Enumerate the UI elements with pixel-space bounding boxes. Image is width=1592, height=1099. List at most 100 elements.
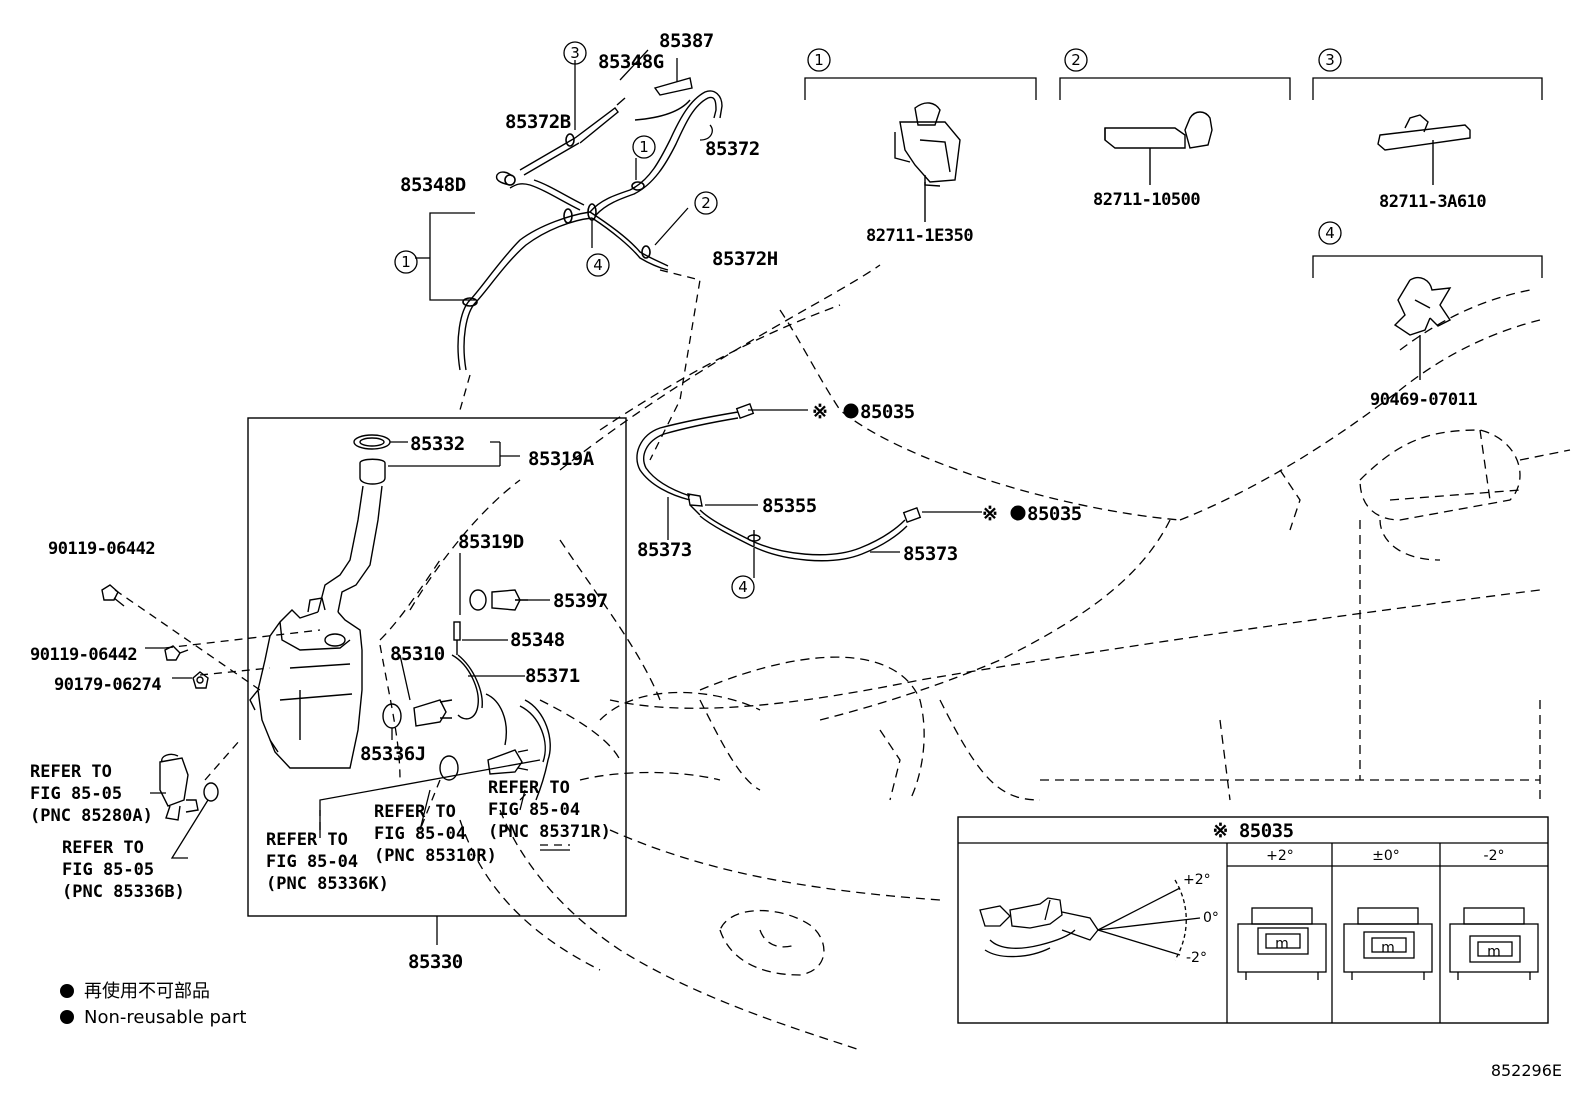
reference-85371r: REFER TO FIG 85-04 (PNC 85371R) (488, 778, 611, 842)
svg-text:REFER TO: REFER TO (488, 778, 570, 798)
part-85330: 85330 (408, 951, 463, 973)
part-85332: 85332 (410, 433, 465, 455)
callout-2: 2 (701, 194, 711, 212)
svg-text:(PNC 85310R): (PNC 85310R) (374, 846, 497, 866)
part-90469-07011: 90469-07011 (1370, 390, 1477, 410)
svg-text:(PNC 85336K): (PNC 85336K) (266, 874, 389, 894)
tank-components (382, 589, 551, 801)
svg-text:FIG 85-04: FIG 85-04 (488, 800, 580, 820)
part-85373: 85373 (637, 539, 692, 561)
part-85035: 85035 (860, 401, 915, 423)
svg-text:(PNC 85371R): (PNC 85371R) (488, 822, 611, 842)
svg-text:REFER TO: REFER TO (30, 762, 112, 782)
reference-85310r: REFER TO FIG 85-04 (PNC 85310R) (374, 802, 497, 866)
callout-circles (394, 41, 1342, 599)
part-85372: 85372 (705, 138, 760, 160)
leader-85319a (388, 441, 520, 467)
part-85371: 85371 (525, 665, 580, 687)
inset-nozzle-drawing (979, 879, 1201, 961)
top-hoses (457, 77, 723, 371)
col-header-zero: ±0° (1372, 848, 1400, 864)
svg-text:REFER TO: REFER TO (266, 830, 348, 850)
part-85035: 85035 (1027, 503, 1082, 525)
part-85387: 85387 (659, 30, 714, 52)
tank-leaders (319, 553, 570, 851)
callout-leaders (574, 49, 713, 248)
callout-2: 2 (1071, 51, 1081, 69)
nozzle-hoses (636, 403, 922, 562)
callout-1: 1 (639, 138, 649, 156)
callout-4: 4 (593, 256, 603, 274)
inset-title: ※ 85035 (1212, 820, 1293, 842)
part-82711-3a610: 82711-3A610 (1379, 192, 1486, 212)
clip-3-drawing (1377, 114, 1471, 185)
part-85348d: 85348D (400, 174, 466, 196)
part-85372b: 85372B (505, 111, 571, 133)
col-header-plus2: +2° (1266, 848, 1294, 864)
callout-3: 3 (570, 44, 580, 62)
nozzle-leaders (667, 409, 982, 578)
svg-text:(PNC 85336B): (PNC 85336B) (62, 882, 185, 902)
callout-bracket (429, 212, 475, 301)
part-90119-06442: 90119-06442 (48, 539, 155, 559)
clip-1-drawing (894, 102, 961, 222)
callout-4: 4 (1325, 224, 1335, 242)
fasteners (101, 584, 209, 689)
svg-text:FIG 85-05: FIG 85-05 (30, 784, 122, 804)
chip-mark: m (1275, 936, 1289, 952)
angle-label-plus2: +2° (1183, 872, 1211, 888)
non-reusable-mark (843, 403, 859, 419)
col-header-minus2: -2° (1484, 848, 1505, 864)
part-85348g: 85348G (598, 51, 664, 73)
part-85397: 85397 (553, 590, 608, 612)
legend-japanese: 再使用不可部品 (84, 981, 210, 1002)
part-82711-1e350: 82711-1E350 (866, 226, 973, 246)
part-90119-06442: 90119-06442 (30, 645, 137, 665)
part-85372h: 85372H (712, 248, 778, 270)
svg-text:FIG 85-04: FIG 85-04 (374, 824, 466, 844)
legend-dot (60, 984, 74, 998)
external-pump-drawing (159, 753, 219, 821)
non-reusable-mark (1010, 505, 1026, 521)
non-reusable-symbol: ※ (982, 503, 997, 525)
clip-brackets (804, 77, 1543, 278)
reference-85336k: REFER TO FIG 85-04 (PNC 85336K) (266, 830, 389, 894)
angle-chips (1237, 907, 1539, 980)
diagram-id: 852296E (1491, 1061, 1562, 1080)
angle-label-zero: 0° (1203, 910, 1219, 926)
svg-text:REFER TO: REFER TO (374, 802, 456, 822)
svg-text:FIG 85-04: FIG 85-04 (266, 852, 358, 872)
part-85336j: 85336J (360, 743, 426, 765)
callout-1: 1 (401, 253, 411, 271)
part-85355: 85355 (762, 495, 817, 517)
part-82711-10500: 82711-10500 (1093, 190, 1200, 210)
clip-2-drawing (1104, 111, 1213, 185)
part-85319d: 85319D (458, 531, 524, 553)
part-85310: 85310 (390, 643, 445, 665)
callout-1: 1 (814, 51, 824, 69)
svg-text:FIG 85-05: FIG 85-05 (62, 860, 154, 880)
reference-85336b: REFER TO FIG 85-05 (PNC 85336B) (62, 838, 185, 902)
svg-text:REFER TO: REFER TO (62, 838, 144, 858)
vehicle-outline (379, 264, 1571, 1051)
part-85348: 85348 (510, 629, 565, 651)
svg-text:(PNC 85280A): (PNC 85280A) (30, 806, 153, 826)
angle-label-minus2: -2° (1186, 950, 1207, 966)
washer-tank-drawing (249, 434, 391, 769)
part-90179-06274: 90179-06274 (54, 675, 161, 695)
chip-mark: m (1487, 944, 1501, 960)
dashed-leaders (114, 269, 701, 846)
legend-non-reusable: Non-reusable part (84, 1007, 246, 1028)
bolt-leaders (145, 647, 192, 679)
callout-4: 4 (738, 578, 748, 596)
part-85319a: 85319A (528, 448, 595, 470)
chip-mark: m (1381, 940, 1395, 956)
reference-85280a: REFER TO FIG 85-05 (PNC 85280A) (30, 762, 153, 826)
legend-dot (60, 1010, 74, 1024)
hose-clips (462, 133, 651, 307)
part-85373: 85373 (903, 543, 958, 565)
angle-inset-table (957, 816, 1549, 1024)
clip-4-drawing (1393, 276, 1452, 380)
non-reusable-symbol: ※ (812, 401, 827, 423)
